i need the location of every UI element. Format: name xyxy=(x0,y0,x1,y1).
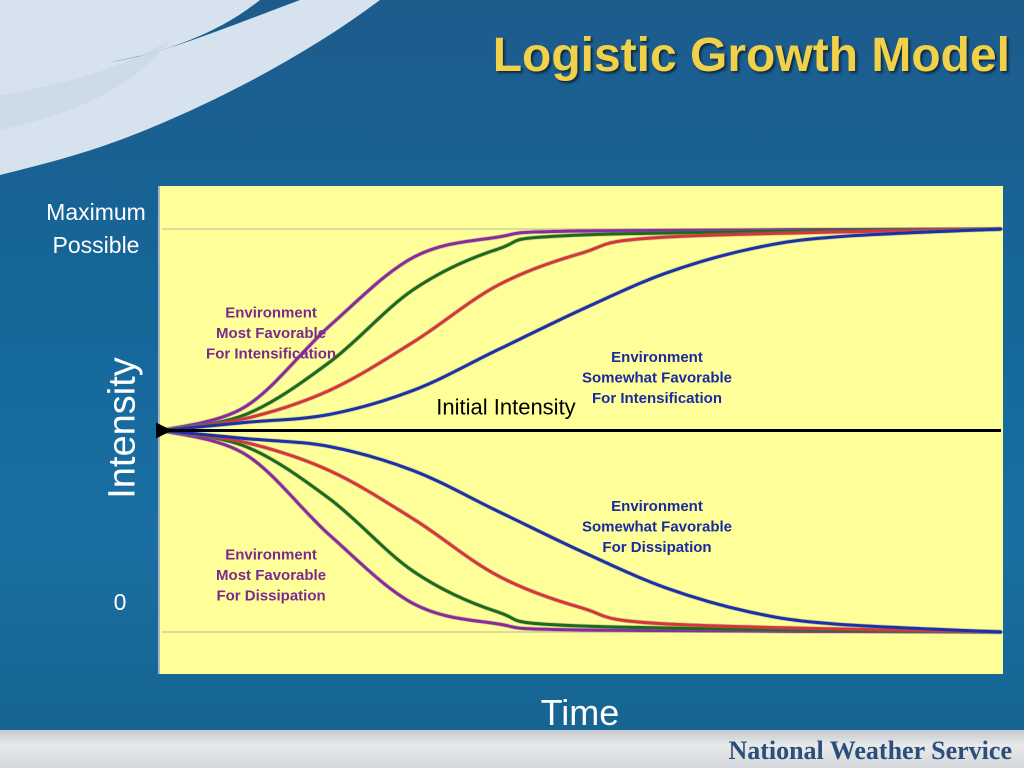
series-line-intensification-4 xyxy=(160,227,1003,432)
footer-brand: National Weather Service xyxy=(728,736,1012,765)
series-line-dissipation-2 xyxy=(160,429,1003,634)
series-line-dissipation-4 xyxy=(160,429,1003,634)
y-max-label: Maximum Possible xyxy=(46,199,146,258)
annotation-initial: Initial Intensity xyxy=(436,394,575,419)
y-zero-label: 0 xyxy=(113,589,127,615)
slide-title: Logistic Growth Model xyxy=(492,29,1010,82)
x-axis-label: Time xyxy=(540,692,620,733)
series-line-dissipation-1 xyxy=(160,429,1003,634)
footer-band xyxy=(0,730,1024,768)
decorative-swoosh xyxy=(0,0,380,175)
series-line-intensification-2 xyxy=(160,227,1003,432)
series-line-intensification-1 xyxy=(160,227,1003,432)
y-axis-label: Intensity xyxy=(101,357,144,499)
series-line-intensification-3 xyxy=(160,227,1003,432)
series-line-dissipation-3 xyxy=(160,429,1003,634)
